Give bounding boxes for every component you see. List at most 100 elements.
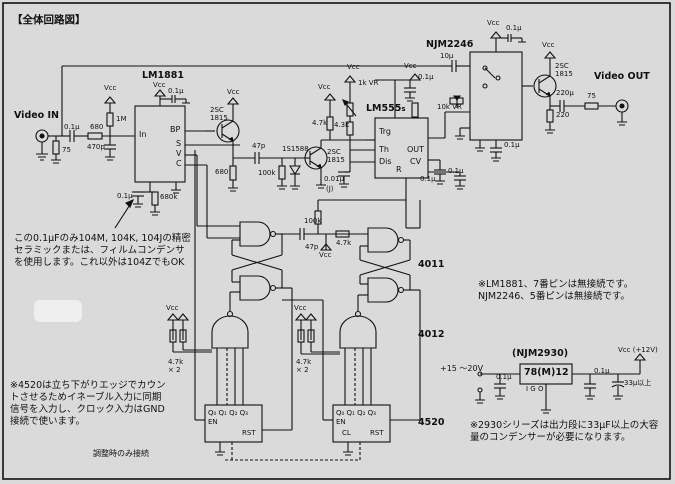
vr-10k-label: 10k VR <box>437 103 462 111</box>
transistor-1 <box>216 119 240 143</box>
pin-note: ※LM1881、7番ピンは無接続です。 NJM2246、5番ピンは無接続です。 <box>478 279 634 302</box>
c-47p-ff-label: 47p <box>305 243 319 251</box>
c-10u-label: 10μ <box>440 52 454 60</box>
ic4520-label: 4520 <box>418 417 445 428</box>
lm555-pin-trg: Trg <box>379 127 391 136</box>
c-01-njm-label: 0.1μ <box>506 24 522 32</box>
lm1881-pin-v: V <box>176 149 182 158</box>
njm2246-label: NJM2246 <box>426 39 474 50</box>
lm555-pin-cv: CV <box>410 157 422 166</box>
njm2246-ic <box>469 51 523 141</box>
lm1881-pin-bp: BP <box>170 125 181 134</box>
r-4k7-x2-a-label: 4.7k × 2 <box>168 358 184 374</box>
r-220-label: 220 <box>556 111 570 119</box>
resistor-1m <box>106 112 114 127</box>
regulator-label: 78(M)12 <box>524 367 569 378</box>
njm2930-label: (NJM2930) <box>512 348 569 359</box>
frame-border <box>2 2 671 480</box>
lm555-pin-th: Th <box>379 145 389 154</box>
vcc-4k7: Vcc <box>318 83 331 91</box>
video-in-label: Video IN <box>14 110 60 121</box>
r-4k7-ff-label: 4.7k <box>336 239 352 247</box>
counter-4520-b <box>332 404 391 443</box>
counter-b-rst: RST <box>370 429 384 437</box>
r-4k7-a-label: 4.7k <box>312 119 328 127</box>
lm1881-pin-in: In <box>139 130 147 139</box>
counter-a-en: EN <box>208 418 218 426</box>
c-001-label: 0.01μ <box>324 175 345 183</box>
resistor-680k <box>151 191 159 206</box>
vr-1k-label: 1k VR <box>358 79 379 87</box>
lm555-pin-dis: Dis <box>379 157 392 166</box>
video-out-label: Video OUT <box>594 71 650 82</box>
r-4k3-label: 4.3k <box>334 121 350 129</box>
vcc-12v: Vcc (+12V) <box>618 346 658 354</box>
c-001-j-label: (J) <box>326 185 334 193</box>
supply-label: +15 ～20V <box>440 364 484 373</box>
page-title: 【全体回路図】 <box>12 14 86 26</box>
resistor-75-in <box>52 140 60 155</box>
resistor-100k <box>278 165 286 180</box>
lm1881-pin-c: C <box>176 159 182 168</box>
nand-gate-1 <box>239 221 271 247</box>
vcc-vr: Vcc <box>347 63 360 71</box>
vcc-pullup-a: Vcc <box>166 304 179 312</box>
nand-gate-2 <box>239 275 271 301</box>
c-01-555-label: 0.1μ <box>418 73 434 81</box>
ic4012-label: 4012 <box>418 329 445 340</box>
c-01-reg-out-label: 0.1μ <box>594 367 610 375</box>
ic4520-note: ※4520は立ち下がりエッジでカウントさせるためイネーブル入力に同期信号を入力し… <box>10 380 166 427</box>
counter-a-rst: RST <box>242 429 256 437</box>
counter-4520-a <box>204 404 263 443</box>
diode-label: 1S1588 <box>282 145 309 153</box>
transistor-2-label: 2SC 1815 <box>327 148 345 164</box>
r-75-in-label: 75 <box>62 146 71 154</box>
lm555-label: LM555s <box>366 103 406 114</box>
resistor-680-e <box>229 165 237 181</box>
nand4-gate-1 <box>211 315 249 349</box>
resistor-4k7-a <box>326 116 334 131</box>
c-01-lm-low-label: 0.1μ <box>117 192 133 200</box>
vcc-t1: Vcc <box>227 88 240 96</box>
blank-patch <box>34 300 82 322</box>
c-01-njm2-label: 0.1μ <box>504 141 520 149</box>
resistor-680-in <box>87 132 103 140</box>
resistor-75-out <box>584 102 599 110</box>
transistor-1-label: 2SC 1815 <box>210 106 228 122</box>
r-100k-label: 100k <box>258 169 276 177</box>
c-220u-label: 220μ <box>556 89 574 97</box>
resistor-220 <box>546 109 554 123</box>
diode-1s1588 <box>289 165 301 176</box>
c-01-555c-label: 0.1μ <box>420 175 436 183</box>
vcc-1m: Vcc <box>104 84 117 92</box>
c-01-lm-label: 0.1μ <box>168 87 184 95</box>
regulator-pins: I G O <box>526 385 544 393</box>
transistor-3-label: 2SC 1815 <box>555 62 573 78</box>
cap-note: この0.1μFのみ104M, 104K, 104Jの精密セラミックまたは、フィル… <box>14 233 191 268</box>
reg-note: ※2930シリーズは出力段に33μF以上の大容量のコンデンサーが必要になります。 <box>470 420 659 443</box>
lm555-pin-r: R <box>396 165 402 174</box>
r-1m-label: 1M <box>116 115 127 123</box>
r-100k-ff-label: 100k <box>304 217 322 225</box>
c-01-reg-in-label: 0.1μ <box>496 373 512 381</box>
c-33u-label: 33μ以上 <box>624 379 652 387</box>
vr-1k <box>346 102 354 117</box>
lm1881-label: LM1881 <box>142 70 184 81</box>
c-470p-label: 470p <box>87 143 105 151</box>
r-4k7-x2-b-label: 4.7k × 2 <box>296 358 312 374</box>
nand4-gate-2 <box>339 315 377 349</box>
counter-b-cl: CL <box>342 429 351 437</box>
vcc-t3: Vcc <box>542 41 555 49</box>
lm555-pin-out: OUT <box>407 145 425 154</box>
vcc-pullup-b: Vcc <box>294 304 307 312</box>
lm1881-pin-s: S <box>176 139 182 148</box>
counter-b-q-pins: Q₀ Q₁ Q₂ Q₃ <box>336 409 376 417</box>
adjust-note: 調整時のみ接続 <box>93 449 149 458</box>
r-680b-label: 680 <box>215 168 229 176</box>
vcc-lm1881: Vcc <box>153 81 166 89</box>
ic4011-label: 4011 <box>418 259 445 270</box>
r-680k-label: 680k <box>160 193 178 201</box>
counter-b-en: EN <box>336 418 346 426</box>
